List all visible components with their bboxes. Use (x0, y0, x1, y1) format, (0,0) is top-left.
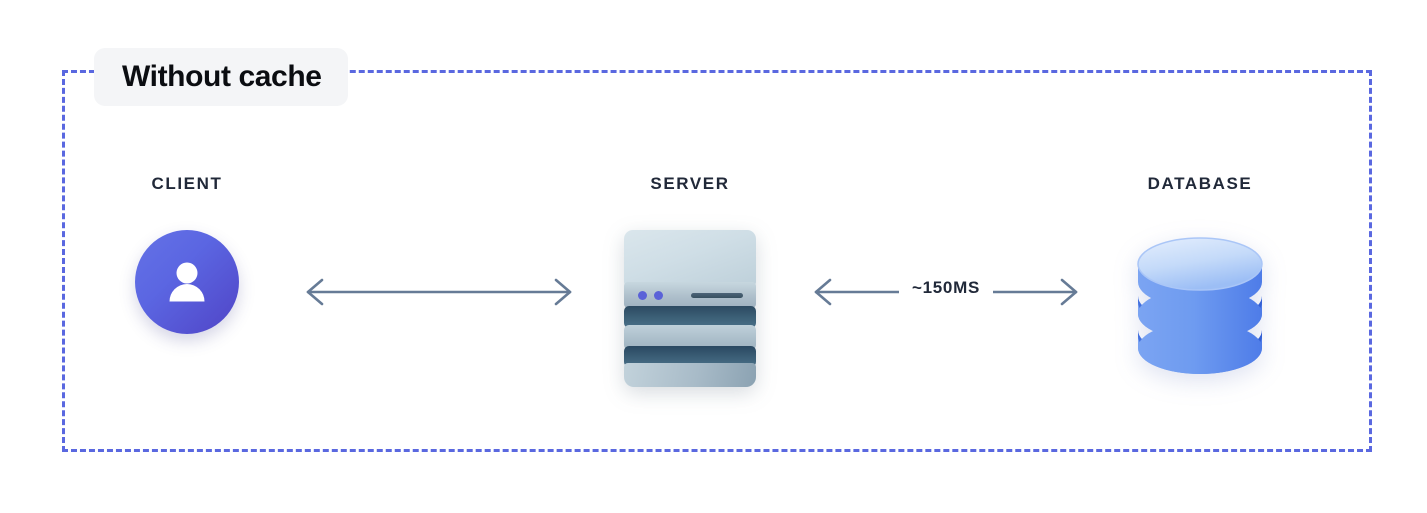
diagram-title-badge: Without cache (94, 48, 348, 106)
node-client: CLIENT (107, 175, 267, 334)
node-label-client: CLIENT (151, 174, 223, 193)
server-stack-icon (624, 230, 756, 387)
connection-client-server (300, 272, 578, 312)
server-icon-wrap (624, 230, 756, 387)
server-dark-band-2 (624, 346, 756, 367)
node-label-server: SERVER (650, 174, 730, 193)
server-led-dot-1 (638, 291, 647, 300)
user-avatar-icon (135, 230, 239, 334)
database-cylinder-icon (1134, 230, 1266, 382)
client-icon-wrap (135, 230, 239, 334)
server-slot (691, 293, 743, 298)
node-database: DATABASE (1115, 175, 1285, 382)
node-server: SERVER (605, 174, 775, 387)
database-icon-wrap (1134, 230, 1266, 382)
node-label-database: DATABASE (1147, 174, 1253, 193)
server-top-panel (624, 230, 756, 286)
server-light-band-1 (624, 325, 756, 350)
server-bottom-band (624, 363, 756, 387)
connection-server-database (808, 272, 1084, 312)
server-led-dot-2 (654, 291, 663, 300)
diagram-frame (62, 70, 1372, 452)
server-led-band (624, 282, 756, 308)
server-dark-band-1 (624, 306, 756, 328)
page-title: Without cache (122, 60, 322, 93)
